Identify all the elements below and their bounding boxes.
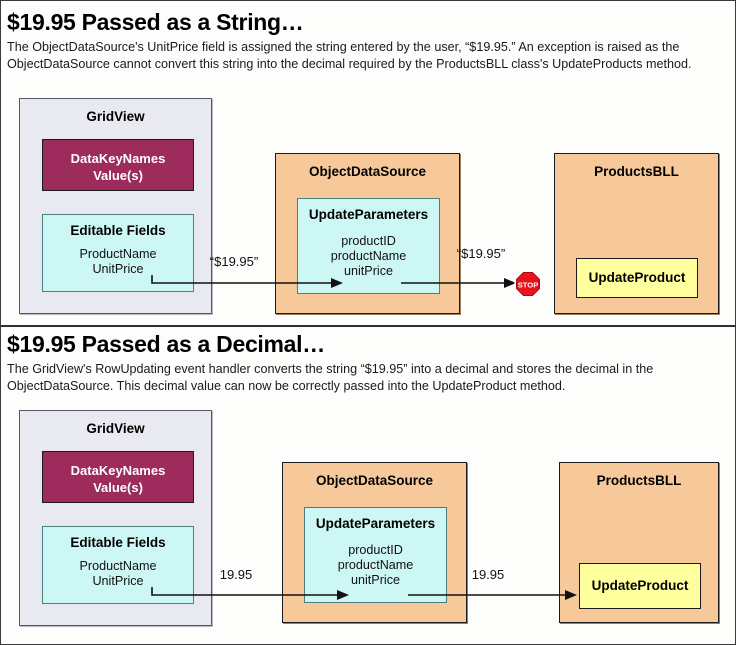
arrow-label-ods-to-bll: “$19.95”: [456, 246, 506, 261]
update-parameters-box: UpdateParameters productID productName u…: [304, 507, 447, 603]
updateproduct-label: UpdateProduct: [588, 270, 686, 286]
section-title-decimal: $19.95 Passed as a Decimal…: [7, 331, 325, 357]
gridview-box-decimal: GridView DataKeyNames Value(s) Editable …: [19, 410, 212, 626]
productsbll-box-decimal: ProductsBLL UpdateProduct: [559, 462, 719, 623]
update-parameter-item: productID: [341, 234, 396, 248]
editable-field-item: UnitPrice: [92, 574, 144, 588]
updateproduct-box: UpdateProduct: [579, 563, 701, 609]
section-description-string: The ObjectDataSource's UnitPrice field i…: [7, 40, 692, 71]
productsbll-title: ProductsBLL: [596, 473, 682, 488]
editable-fields-box: Editable Fields ProductName UnitPrice: [42, 214, 194, 292]
editable-fields-title: Editable Fields: [70, 223, 166, 238]
svg-text:STOP: STOP: [518, 281, 539, 290]
objectdatasource-box-decimal: ObjectDataSource UpdateParameters produc…: [282, 462, 467, 623]
productsbll-title: ProductsBLL: [594, 164, 679, 179]
update-parameter-item: unitPrice: [351, 573, 400, 587]
datakeynames-box: DataKeyNames Value(s): [42, 139, 194, 191]
objectdatasource-box-string: ObjectDataSource UpdateParameters produc…: [275, 153, 460, 314]
section-divider: [1, 325, 735, 327]
gridview-box-string: GridView DataKeyNames Value(s) Editable …: [19, 98, 212, 314]
editable-fields-title: Editable Fields: [70, 535, 166, 550]
updateproduct-label: UpdateProduct: [591, 578, 689, 594]
gridview-title: GridView: [86, 421, 145, 436]
update-parameters-title: UpdateParameters: [315, 516, 436, 531]
datakeynames-line1: DataKeyNames: [70, 151, 166, 166]
updateproduct-box: UpdateProduct: [576, 258, 698, 298]
datakeynames-line2: Value(s): [93, 480, 143, 495]
update-parameters-box: UpdateParameters productID productName u…: [297, 198, 440, 294]
arrow-label-gridview-to-ods: “$19.95”: [209, 254, 259, 269]
gridview-title: GridView: [86, 109, 145, 124]
objectdatasource-title: ObjectDataSource: [315, 473, 434, 488]
editable-field-item: UnitPrice: [92, 262, 144, 276]
update-parameters-title: UpdateParameters: [308, 207, 429, 222]
arrow-label-gridview-to-ods: 19.95: [219, 567, 253, 582]
update-parameter-item: productName: [330, 249, 407, 263]
editable-fields-box: Editable Fields ProductName UnitPrice: [42, 526, 194, 604]
datakeynames-box: DataKeyNames Value(s): [42, 451, 194, 503]
arrow-label-ods-to-bll: 19.95: [471, 567, 505, 582]
productsbll-box-string: ProductsBLL UpdateProduct: [554, 153, 719, 314]
section-title-string: $19.95 Passed as a String…: [7, 9, 304, 35]
editable-field-item: ProductName: [79, 247, 157, 261]
update-parameter-item: productName: [337, 558, 414, 572]
section-description-decimal: The GridView's RowUpdating event handler…: [7, 362, 654, 393]
update-parameter-item: productID: [348, 543, 403, 557]
datakeynames-line2: Value(s): [93, 168, 143, 183]
stop-sign-icon: STOP: [514, 270, 542, 298]
update-parameter-item: unitPrice: [344, 264, 393, 278]
editable-field-item: ProductName: [79, 559, 157, 573]
objectdatasource-title: ObjectDataSource: [308, 164, 427, 179]
datakeynames-line1: DataKeyNames: [70, 463, 166, 478]
